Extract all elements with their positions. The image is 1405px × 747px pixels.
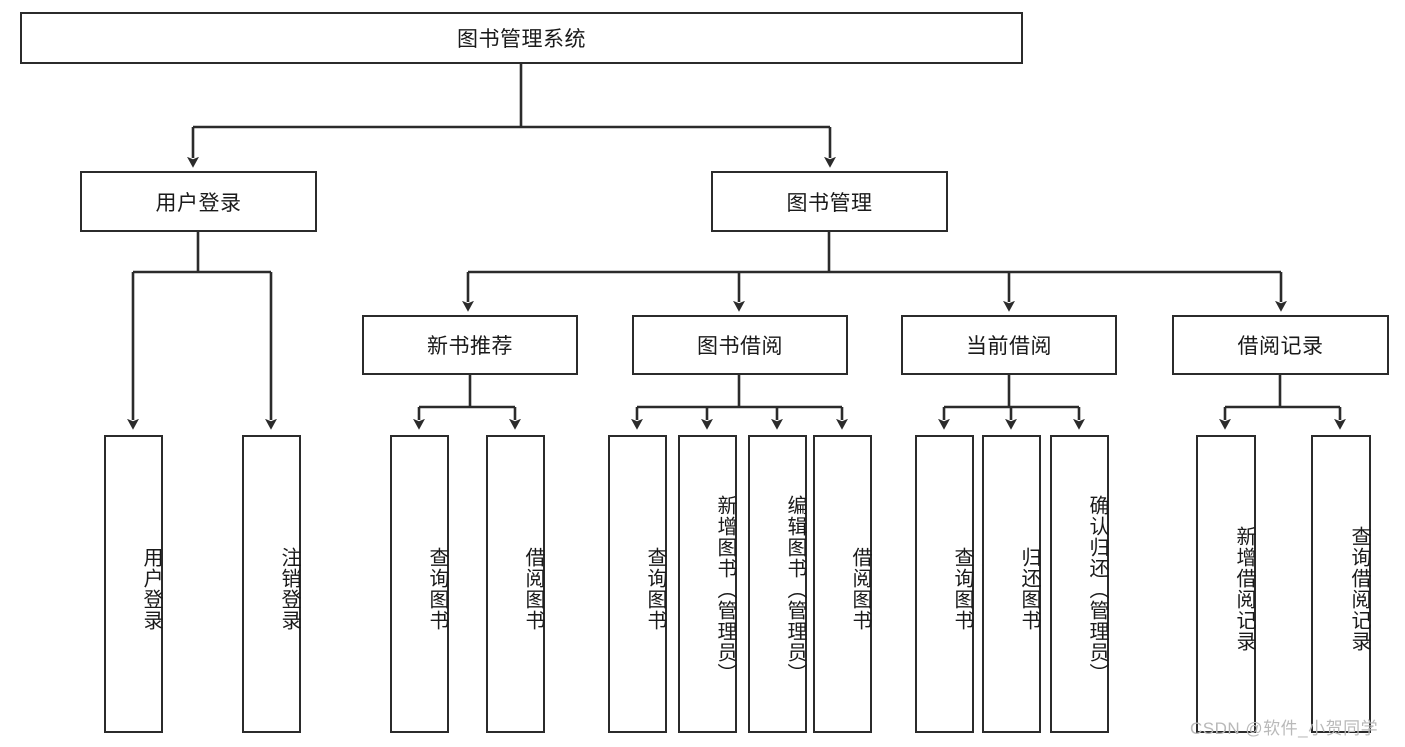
- leaf-borrow-edit-book[interactable]: 编辑图书（管理员）: [748, 435, 807, 733]
- leaf-current-query-book[interactable]: 查询图书: [915, 435, 974, 733]
- node-label: 新书推荐: [427, 335, 513, 358]
- node-book-management[interactable]: 图书管理: [711, 171, 948, 232]
- leaf-borrow-query-book[interactable]: 查询图书: [608, 435, 667, 733]
- leaf-recommend-borrow-book[interactable]: 借阅图书: [486, 435, 545, 733]
- node-root-system[interactable]: 图书管理系统: [20, 12, 1023, 64]
- node-current-borrow[interactable]: 当前借阅: [901, 315, 1117, 375]
- node-label: 查询借阅记录: [1348, 526, 1370, 652]
- leaf-recommend-query-book[interactable]: 查询图书: [390, 435, 449, 733]
- leaf-user-login-signin[interactable]: 用户登录: [104, 435, 163, 733]
- node-label: 借阅记录: [1237, 335, 1324, 358]
- leaf-current-return-book[interactable]: 归还图书: [982, 435, 1041, 733]
- leaf-record-query-record[interactable]: 查询借阅记录: [1311, 435, 1371, 733]
- node-label: 确认归还（管理员）: [1086, 494, 1108, 684]
- leaf-user-login-signout[interactable]: 注销登录: [242, 435, 301, 733]
- node-label: 查询图书: [644, 547, 666, 631]
- leaf-current-confirm-return[interactable]: 确认归还（管理员）: [1050, 435, 1109, 733]
- node-label: 查询图书: [951, 547, 973, 631]
- node-label: 当前借阅: [966, 335, 1052, 358]
- node-label: 查询图书: [426, 547, 448, 631]
- node-label: 新增借阅记录: [1233, 526, 1255, 652]
- csdn-watermark: CSDN @软件_小贺同学: [1190, 719, 1379, 738]
- node-label: 编辑图书（管理员）: [784, 494, 806, 684]
- leaf-borrow-add-book[interactable]: 新增图书（管理员）: [678, 435, 737, 733]
- node-label: 图书管理系统: [457, 28, 586, 51]
- node-label: 图书借阅: [697, 335, 783, 358]
- node-label: 图书管理: [786, 191, 873, 215]
- node-label: 用户登录: [155, 191, 242, 215]
- node-label: 借阅图书: [849, 547, 871, 631]
- node-label: 借阅图书: [522, 547, 544, 631]
- node-label: 归还图书: [1018, 547, 1040, 631]
- node-label: 用户登录: [140, 547, 162, 631]
- node-new-book-recommend[interactable]: 新书推荐: [362, 315, 578, 375]
- leaf-borrow-borrow-book[interactable]: 借阅图书: [813, 435, 872, 733]
- node-user-login[interactable]: 用户登录: [80, 171, 317, 232]
- node-label: 新增图书（管理员）: [714, 494, 736, 684]
- node-label: 注销登录: [278, 547, 300, 631]
- leaf-record-add-record[interactable]: 新增借阅记录: [1196, 435, 1256, 733]
- node-borrow-record[interactable]: 借阅记录: [1172, 315, 1389, 375]
- node-book-borrow[interactable]: 图书借阅: [632, 315, 848, 375]
